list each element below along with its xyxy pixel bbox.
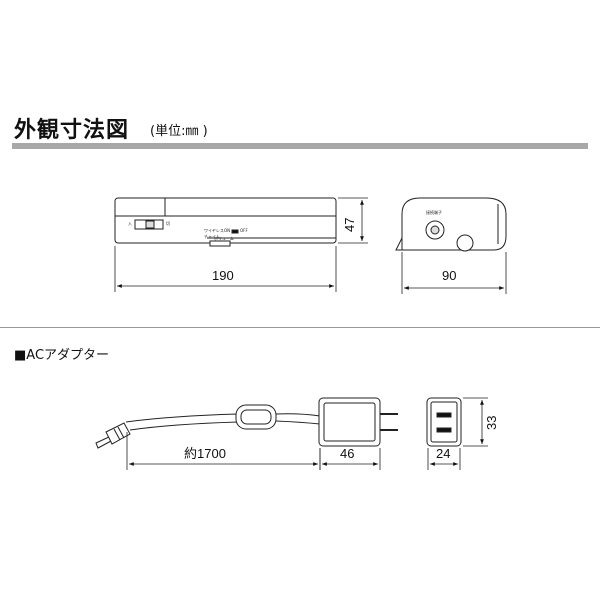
end-prong-upper [436,412,452,418]
connection-jack-inner [430,225,440,235]
main-unit-front-view [114,197,337,247]
cord-line-lower [129,421,239,431]
side-foot-left [395,237,403,251]
switch-label-off: 切 [166,220,170,226]
side-depth-label: 90 [442,268,456,283]
title-underline [12,143,588,149]
on-off-indicator [231,229,239,234]
cord-length-label: 約1700 [184,446,226,461]
side-hole [456,234,474,252]
ac-adapter-end-view [426,397,462,447]
switch-label-on: 入 [128,221,132,226]
slide-switch-knob [145,220,155,229]
end-view-inner [430,401,458,443]
dimension-33 [463,397,488,447]
ac-adapter-body [318,397,398,447]
front-width-label: 190 [212,268,234,283]
dc-plug-body [105,422,131,445]
adapter-body-inner [323,402,376,442]
adapter-width-label: 46 [340,446,354,461]
panel-label-chime: チャイム [204,234,220,239]
page-title: 外観寸法図 [14,118,130,143]
panel-label-off: OFF [240,228,248,233]
dimension-190 [114,246,337,292]
ferrite-core-inner [240,409,272,425]
ac-adapter-heading: ■ACアダプター [14,348,110,363]
dimension-47 [338,197,368,244]
cord-line-upper [125,413,239,423]
cord-line-right-upper [275,413,321,417]
end-view-outline [426,397,462,447]
connection-jack-outer [425,220,445,240]
dimension-46 [319,448,381,470]
panel-label-on: ON [224,228,230,233]
front-height-label: 47 [342,218,357,232]
panel-label-wireless: ワイヤレス [204,228,224,233]
panel-label-volume: ボリューム [214,235,234,241]
ferrite-core [235,404,277,430]
cord-line-right-lower [275,420,321,425]
side-body-outline [401,197,507,251]
adapter-body-outline [318,397,381,447]
end-height-label: 33 [484,416,499,430]
end-prong-lower [436,427,452,433]
dimension-90 [401,252,507,294]
unit-note: (単位:㎜ ) [150,124,208,139]
end-width-label: 24 [436,446,450,461]
main-unit-side-view [395,197,507,252]
volume-slider-slot [209,240,231,247]
section-divider [0,327,600,328]
dimension-24 [427,448,461,470]
jack-label: 接続端子 [426,209,442,215]
ac-adapter-cord [95,404,321,449]
